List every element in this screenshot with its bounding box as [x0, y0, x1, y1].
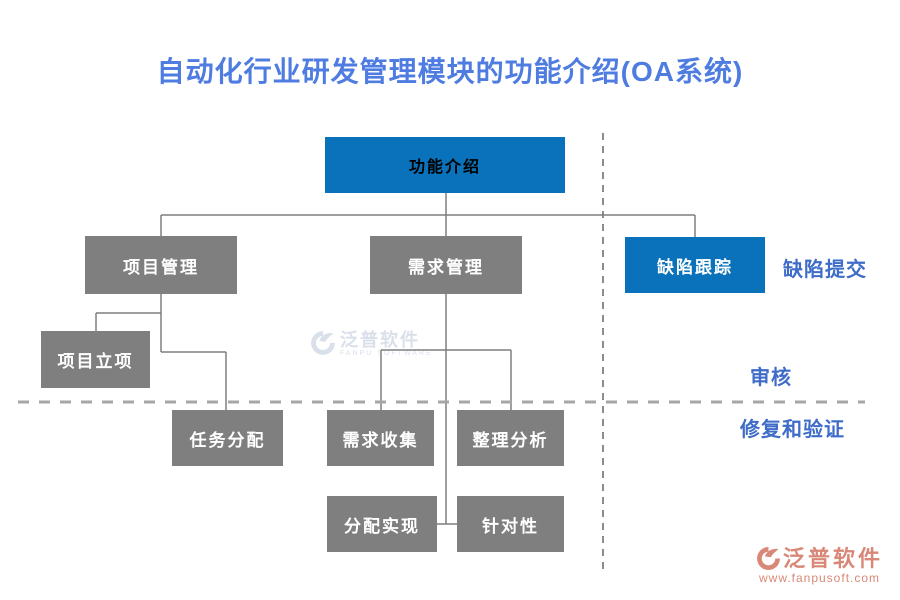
node-function-intro: 功能介绍 [325, 137, 565, 193]
page-title: 自动化行业研发管理模块的功能介绍(OA系统) [156, 56, 744, 87]
node-demand-collection: 需求收集 [327, 410, 434, 466]
watermark-brand-text: 泛普软件 [340, 330, 420, 350]
node-demand-management: 需求管理 [370, 236, 522, 294]
label-defect-submit: 缺陷提交 [783, 259, 867, 281]
center-watermark: 泛普软件 FANPU SOFTWARE [310, 330, 433, 358]
footer-website-text: www.fanpusoft.com [758, 571, 881, 585]
node-project-initiation: 项目立项 [41, 331, 150, 388]
tree-connectors [95, 193, 696, 525]
fanpu-watermark-logo-icon [311, 331, 335, 355]
label-fix-and-verify: 修复和验证 [740, 419, 845, 441]
footer-brand-block: 泛普软件 www.fanpusoft.com [756, 546, 883, 585]
fanpu-logo-icon [757, 547, 780, 570]
label-review: 审核 [750, 367, 792, 389]
node-assign-implementation: 分配实现 [327, 496, 437, 552]
node-defect-tracking: 缺陷跟踪 [625, 237, 765, 293]
node-organize-analysis: 整理分析 [457, 410, 564, 466]
footer-brand-text: 泛普软件 [783, 545, 884, 571]
node-project-management: 项目管理 [85, 236, 237, 294]
node-targeted: 针对性 [457, 496, 564, 552]
watermark-brand-subtext: FANPU SOFTWARE [340, 350, 433, 357]
node-task-assignment: 任务分配 [172, 410, 283, 466]
